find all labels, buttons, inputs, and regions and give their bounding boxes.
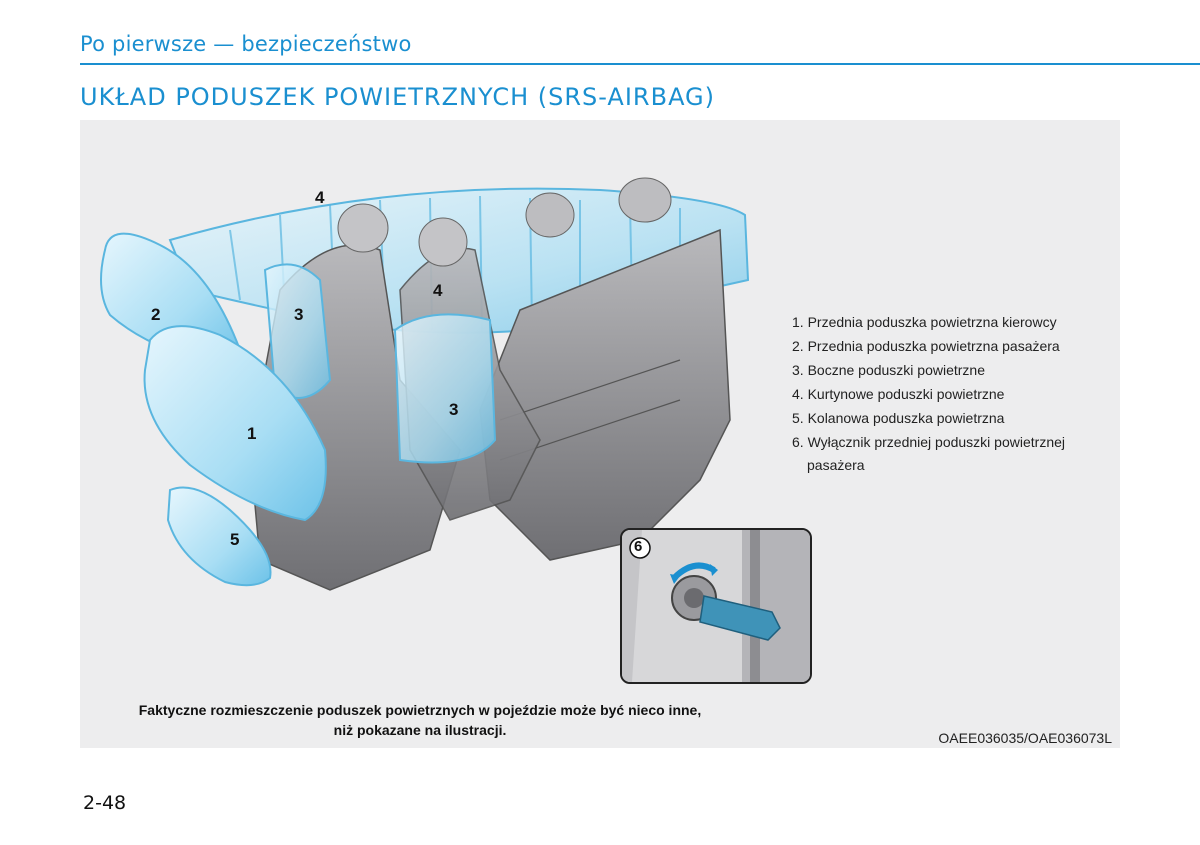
callout-3-passenger-side: 3 <box>449 400 459 419</box>
driver-front-airbag <box>143 325 327 522</box>
caption-line-2: niż pokazane na ilustracji. <box>333 722 507 738</box>
callout-2: 2 <box>151 305 161 324</box>
airbag-legend: 1. Przednia poduszka powietrzna kierowcy… <box>792 310 1102 476</box>
callout-4-top: 4 <box>315 188 325 207</box>
legend-item: 6. Wyłącznik przedniej poduszki powietrz… <box>792 434 1065 450</box>
legend-item: 5. Kolanowa poduszka powietrzna <box>792 410 1005 426</box>
caption-line-1: Faktyczne rozmieszczenie poduszek powiet… <box>138 702 702 718</box>
legend-item-continuation: pasażera <box>807 457 865 473</box>
legend-item: 1. Przednia poduszka powietrzna kierowcy <box>792 314 1057 330</box>
callout-6: 6 <box>634 538 643 555</box>
switch-inset: 6 <box>620 528 812 684</box>
callout-1: 1 <box>247 424 257 443</box>
airbag-figure: 1 2 3 3 4 4 5 1. Przednia poduszka powie… <box>80 120 1120 748</box>
side-airbag-passenger <box>393 313 497 464</box>
airbag-illustration <box>100 177 750 591</box>
knee-airbag <box>166 486 272 587</box>
key-icon <box>699 595 781 641</box>
legend-item: 4. Kurtynowe poduszki powietrzne <box>792 386 1005 402</box>
legend-item: 2. Przednia poduszka powietrzna pasażera <box>792 338 1060 354</box>
page-heading: UKŁAD PODUSZEK POWIETRZNYCH (SRS-AIRBAG) <box>80 83 716 111</box>
callout-4-middle: 4 <box>433 281 443 300</box>
callout-5: 5 <box>230 530 240 549</box>
callout-3-driver-side: 3 <box>294 305 304 324</box>
figure-caption: Faktyczne rozmieszczenie poduszek powiet… <box>130 700 710 740</box>
legend-item: 3. Boczne poduszki powietrzne <box>792 362 985 378</box>
section-rule <box>80 63 1200 65</box>
image-code: OAEE036035/OAE036073L <box>938 730 1112 746</box>
section-title: Po pierwsze — bezpieczeństwo <box>80 32 412 56</box>
passenger-airbag-switch-illustration <box>622 530 810 682</box>
page-number: 2-48 <box>83 792 127 814</box>
